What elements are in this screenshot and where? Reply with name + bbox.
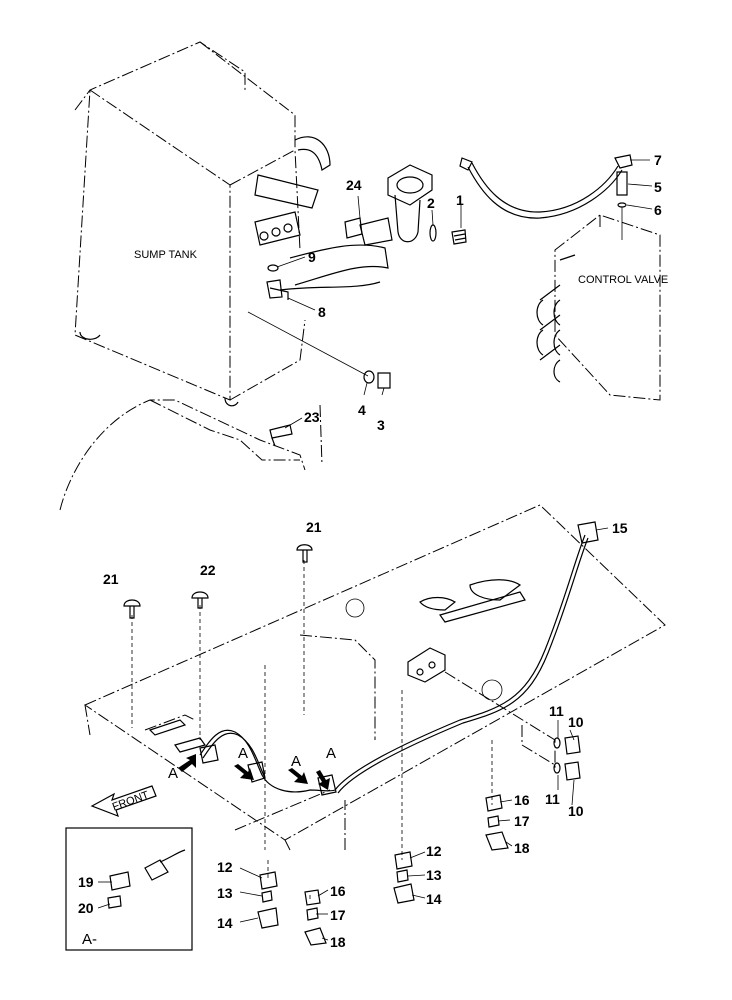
- frame-outline: [59, 399, 323, 511]
- callout-9: 9: [308, 249, 316, 265]
- bolt-part-21b: [123, 599, 141, 619]
- elbow-part-8: [266, 264, 289, 300]
- floor-harness: [199, 521, 599, 796]
- bolt-part-21: [296, 544, 313, 563]
- callout-21b: 21: [103, 571, 119, 587]
- sump-tank: SUMP TANK: [74, 41, 306, 407]
- tank-port-block: [254, 211, 301, 246]
- callout-1: 1: [456, 192, 464, 208]
- callout-12a: 12: [217, 859, 233, 875]
- callout-17b: 17: [330, 907, 346, 923]
- callout-10a: 10: [568, 714, 584, 730]
- grommet-part-14b: [393, 883, 415, 904]
- grommet-part-14a: [257, 907, 279, 929]
- view-marker-a-1: A: [168, 765, 178, 782]
- callout-17a: 17: [514, 813, 530, 829]
- callout-11b: 11: [545, 791, 560, 807]
- grommet-part-18b: [304, 927, 327, 946]
- plug-part-1: [451, 229, 467, 245]
- callout-6: 6: [654, 202, 662, 218]
- callout-15: 15: [612, 520, 628, 536]
- callout-2: 2: [427, 195, 435, 211]
- callout-19: 19: [78, 874, 94, 890]
- clamp-part-12b: [394, 851, 413, 870]
- callout-24: 24: [346, 177, 362, 193]
- callout-16a: 16: [514, 792, 530, 808]
- sump-tank-label: SUMP TANK: [134, 249, 198, 261]
- clamp-part-16b: [304, 889, 321, 906]
- clamp-part-12a: [259, 871, 278, 890]
- callout-20: 20: [78, 900, 94, 916]
- callout-leaders: [97, 159, 653, 941]
- grommet-part-18a: [485, 831, 509, 851]
- callout-16b: 16: [330, 883, 346, 899]
- view-marker-a-3: A: [291, 753, 301, 770]
- plug-part-3: [247, 311, 391, 389]
- callout-11a: 11: [549, 703, 564, 719]
- bolt-part-17a: [487, 815, 500, 828]
- view-marker-a-2: A: [238, 745, 248, 762]
- callout-18a: 18: [514, 840, 530, 856]
- callout-8: 8: [318, 304, 326, 320]
- filter-housing: [344, 164, 437, 246]
- callout-23: 23: [304, 409, 320, 425]
- detail-title: A-: [82, 931, 97, 948]
- leader-lines: [131, 560, 556, 900]
- front-arrow: FRONT: [90, 785, 157, 818]
- bolt-part-13a: [261, 890, 273, 903]
- callout-14a: 14: [217, 915, 233, 931]
- callout-14b: 14: [426, 891, 442, 907]
- callout-5: 5: [654, 179, 662, 195]
- control-valve-label: CONTROL VALVE: [578, 274, 668, 286]
- bolt-part-22: [191, 591, 209, 609]
- callout-7: 7: [654, 152, 662, 168]
- callout-21a: 21: [306, 519, 322, 535]
- clamp-part-16a: [485, 794, 503, 812]
- callout-22: 22: [200, 562, 216, 578]
- callout-18b: 18: [330, 934, 346, 950]
- control-valve: CONTROL VALVE: [536, 214, 668, 401]
- floor-plate: [83, 504, 666, 851]
- front-label: FRONT: [111, 789, 151, 813]
- callout-12b: 12: [426, 843, 442, 859]
- callout-13b: 13: [426, 867, 442, 883]
- callout-numbers: 1 2 3 4 5 6 7 8 9 10 10 11 11 12 12 13 1…: [78, 152, 662, 950]
- fitting-part-10a: [553, 735, 581, 755]
- fitting-part-10b: [553, 761, 581, 781]
- drain-valve-part-23: [269, 424, 293, 447]
- callout-13a: 13: [217, 885, 233, 901]
- callout-3: 3: [377, 417, 385, 433]
- bolt-part-17b: [306, 907, 319, 921]
- pilot-hose: [459, 154, 633, 240]
- callout-4: 4: [358, 402, 366, 418]
- detail-a-box: A-: [65, 827, 193, 951]
- view-a-arrows: A A A A: [168, 745, 336, 790]
- return-hoses: [254, 136, 389, 291]
- callout-10b: 10: [568, 803, 584, 819]
- bolt-part-13b: [396, 869, 409, 883]
- view-marker-a-4: A: [326, 745, 336, 762]
